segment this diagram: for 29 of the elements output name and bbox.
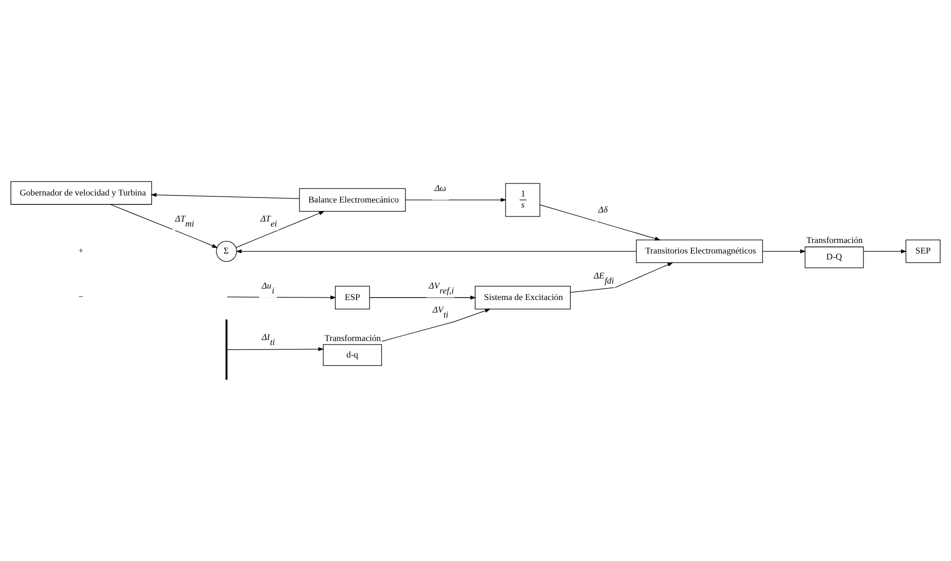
arrow [226, 347, 324, 352]
arrow [150, 192, 300, 199]
node-bar [226, 320, 228, 380]
label: + [78, 246, 84, 256]
arrow [405, 198, 506, 202]
node-box: d-q [322, 344, 382, 366]
edge-label: Δω [434, 182, 446, 193]
node-box: Sistema de Excitación [474, 286, 571, 310]
arrow [540, 204, 661, 240]
node-box: D-Q [804, 246, 864, 268]
arrow [570, 262, 674, 293]
node-box: Transitorios Electromagnéticos [636, 240, 763, 264]
node-box: SEP [906, 240, 940, 264]
arrow [762, 249, 806, 254]
node-box: Gobernador de velocidad y Turbina [10, 181, 152, 205]
arrow [381, 308, 491, 342]
node-box: ESP [334, 286, 370, 310]
node-box: 1 s [505, 183, 540, 217]
arrow [110, 204, 218, 248]
arrow [226, 296, 336, 300]
arrow [863, 249, 907, 254]
arrow [369, 296, 476, 300]
node-circle: Σ [216, 240, 237, 262]
label: − [78, 291, 84, 302]
node-label: Transformación [324, 332, 381, 343]
node-label: Transformación [806, 235, 863, 246]
edge-label: Δδ [598, 204, 608, 214]
node-box: Balance Electromecánico [299, 188, 406, 212]
arrow [236, 249, 637, 254]
